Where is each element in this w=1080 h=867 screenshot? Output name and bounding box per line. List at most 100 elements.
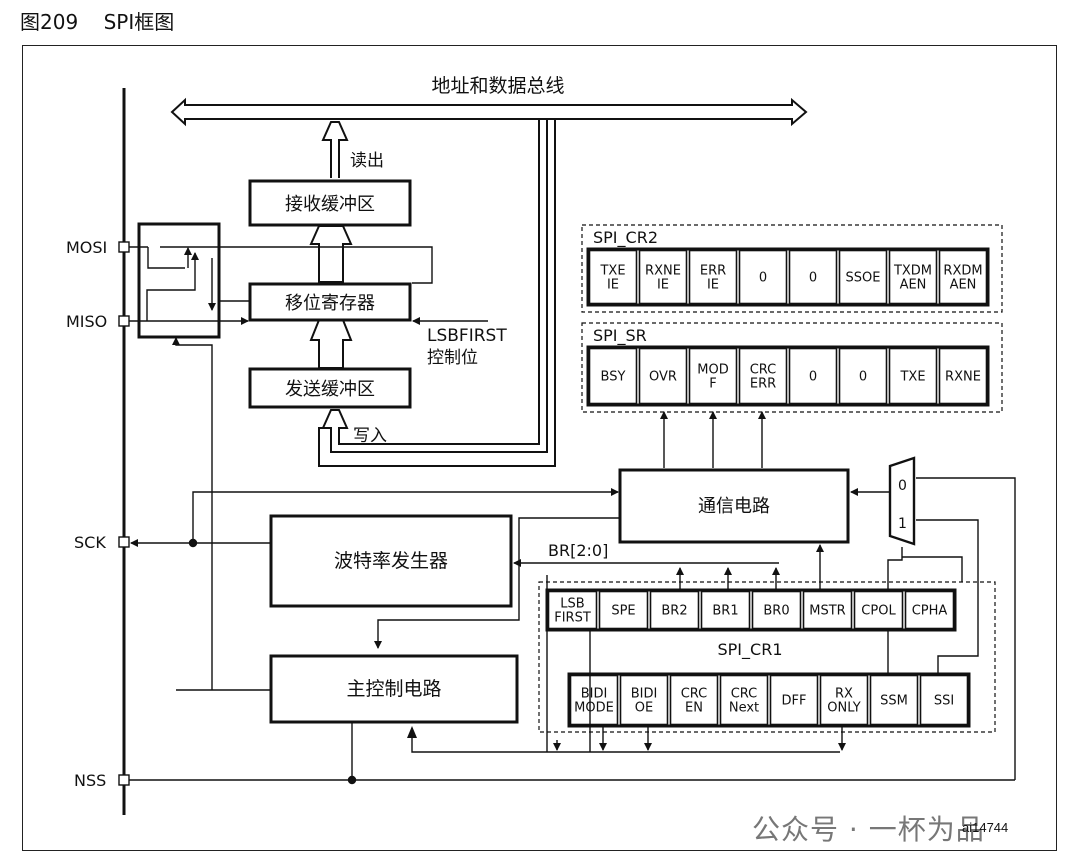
cr1-row1-field-cell <box>649 590 700 630</box>
cr1-row2-field-cell <box>569 674 619 726</box>
main-control-block <box>269 654 519 724</box>
cr2-field-label: AEN <box>900 278 927 293</box>
figure-title: 图209 SPI框图 <box>20 10 175 34</box>
write-in-label: 写入 <box>353 426 387 446</box>
read-out-label: 读出 <box>350 151 384 171</box>
cr1-row1-field-cell <box>751 590 802 630</box>
cr1-row2-field-cell <box>669 674 719 726</box>
br-bits-label: BR[2:0] <box>548 541 608 560</box>
read-out-arrow <box>321 121 349 178</box>
cr1-row2-field-cell <box>769 674 819 726</box>
cr1-row1-field-cell <box>853 590 904 630</box>
pin-miso: MISO <box>66 312 130 331</box>
sr-field-label: 0 <box>809 370 817 385</box>
pin-sck: SCK <box>74 533 130 552</box>
sr-field-cell <box>838 347 888 405</box>
sr-field-cell <box>938 347 988 405</box>
cr2-field-label: IE <box>657 278 669 293</box>
main-control-label: 主控制电路 <box>346 678 441 700</box>
cr1-row2-field-label: OE <box>635 701 653 716</box>
rx-buffer-label: 接收缓冲区 <box>285 194 375 215</box>
cr1-row2-field-label: BIDI <box>581 687 608 702</box>
mux-input-0: 0 <box>898 478 907 494</box>
cr2-field-label: TXDM <box>893 264 932 279</box>
cr2-field-label: 0 <box>759 271 767 286</box>
write-in-path <box>321 119 548 453</box>
pin-mosi: MOSI <box>66 238 130 257</box>
main-ctrl-arrowhead <box>407 726 417 738</box>
baud-generator-label: 波特率发生器 <box>334 550 448 572</box>
cr2-name: SPI_CR2 <box>593 228 658 248</box>
tx-buffer-block <box>248 367 412 409</box>
sck-label: SCK <box>74 533 106 552</box>
shift-to-rx-arrow <box>309 225 353 283</box>
cr1-row2-field-label: MODE <box>574 701 614 716</box>
cr1-row2-field-cell <box>919 674 969 726</box>
cr1-row1-field-cell <box>598 590 649 630</box>
cr2-field-label: TXE <box>599 264 625 279</box>
cr1-row2-field-label: RX <box>835 687 853 702</box>
cr1-row1-field-label: SPE <box>611 604 635 619</box>
cr2-field-cell <box>738 249 788 305</box>
shift-register-block <box>248 282 412 322</box>
nss-mux <box>888 456 916 546</box>
bus-label: 地址和数据总线 <box>431 75 564 97</box>
lsbfirst-label: LSBFIRST <box>427 326 507 346</box>
tx-buffer-label: 发送缓冲区 <box>285 379 375 400</box>
cr1-row1-field-cell <box>802 590 853 630</box>
cr2-field-label: RXDM <box>943 264 982 279</box>
sr-field-cell <box>788 347 838 405</box>
cr1-row1-field-label: BR1 <box>712 604 738 619</box>
cr1-row2-field-label: SSM <box>880 694 908 709</box>
cr2-field-cell <box>938 249 988 305</box>
sr-field-label: CRC <box>750 363 777 378</box>
cr1-row1-field-label: CPOL <box>861 604 896 619</box>
baud-generator-block <box>269 514 513 608</box>
cr1-row2-field-label: BIDI <box>631 687 658 702</box>
cr1-row1-field-label: BR2 <box>661 604 687 619</box>
shift-register-label: 移位寄存器 <box>285 293 375 314</box>
cr1-row1-field-label: FIRST <box>554 611 591 626</box>
sr-field-cell <box>888 347 938 405</box>
cr2-field-cell <box>888 249 938 305</box>
cr1-row1-field-label: CPHA <box>912 604 948 619</box>
cr2-field-cell <box>788 249 838 305</box>
cr2-field-cell <box>638 249 688 305</box>
cr1-row2-field-label: EN <box>685 701 703 716</box>
sr-field-label: F <box>709 377 716 392</box>
miso-label: MISO <box>66 312 107 331</box>
bus-to-write-path <box>318 119 556 467</box>
address-data-bus: 地址和数据总线 <box>170 75 808 127</box>
comm-circuit-block <box>618 468 850 544</box>
cr1-row2-field-label: SSI <box>934 694 954 709</box>
sr-field-label: TXE <box>899 370 925 385</box>
cr1-row1-field-label: BR0 <box>763 604 789 619</box>
cr1-control-arrows <box>553 630 846 752</box>
sr-field-cell <box>638 347 688 405</box>
cr1-name: SPI_CR1 <box>718 640 783 660</box>
mux-input-1: 1 <box>898 516 907 532</box>
cr1-row2-field-label: CRC <box>731 687 758 702</box>
pin-nss: NSS <box>74 771 130 790</box>
tx-to-shift-arrow <box>309 319 353 369</box>
rx-buffer-block <box>248 179 412 227</box>
cr1-row1-field-cell <box>904 590 955 630</box>
sr-field-cell <box>688 347 738 405</box>
cr1-row2-field-cell <box>869 674 919 726</box>
sck-wiring <box>130 337 619 691</box>
watermark: 公众号 · 一杯为品 <box>752 813 985 846</box>
sr-field-label: MOD <box>697 363 728 378</box>
sr-field-label: BSY <box>601 370 626 385</box>
cr2-field-cell <box>688 249 738 305</box>
cr2-field-label: ERR <box>700 264 726 279</box>
sr-field-label: OVR <box>649 370 677 385</box>
cr1-row2-field-label: ONLY <box>827 701 860 716</box>
pin-switch-box <box>137 222 221 339</box>
cr2-field-label: AEN <box>950 278 977 293</box>
cr2-field-label: IE <box>707 278 719 293</box>
switch-wiring <box>129 246 433 325</box>
cr2-field-label: IE <box>607 278 619 293</box>
cr2-field-label: RXNE <box>645 264 681 279</box>
